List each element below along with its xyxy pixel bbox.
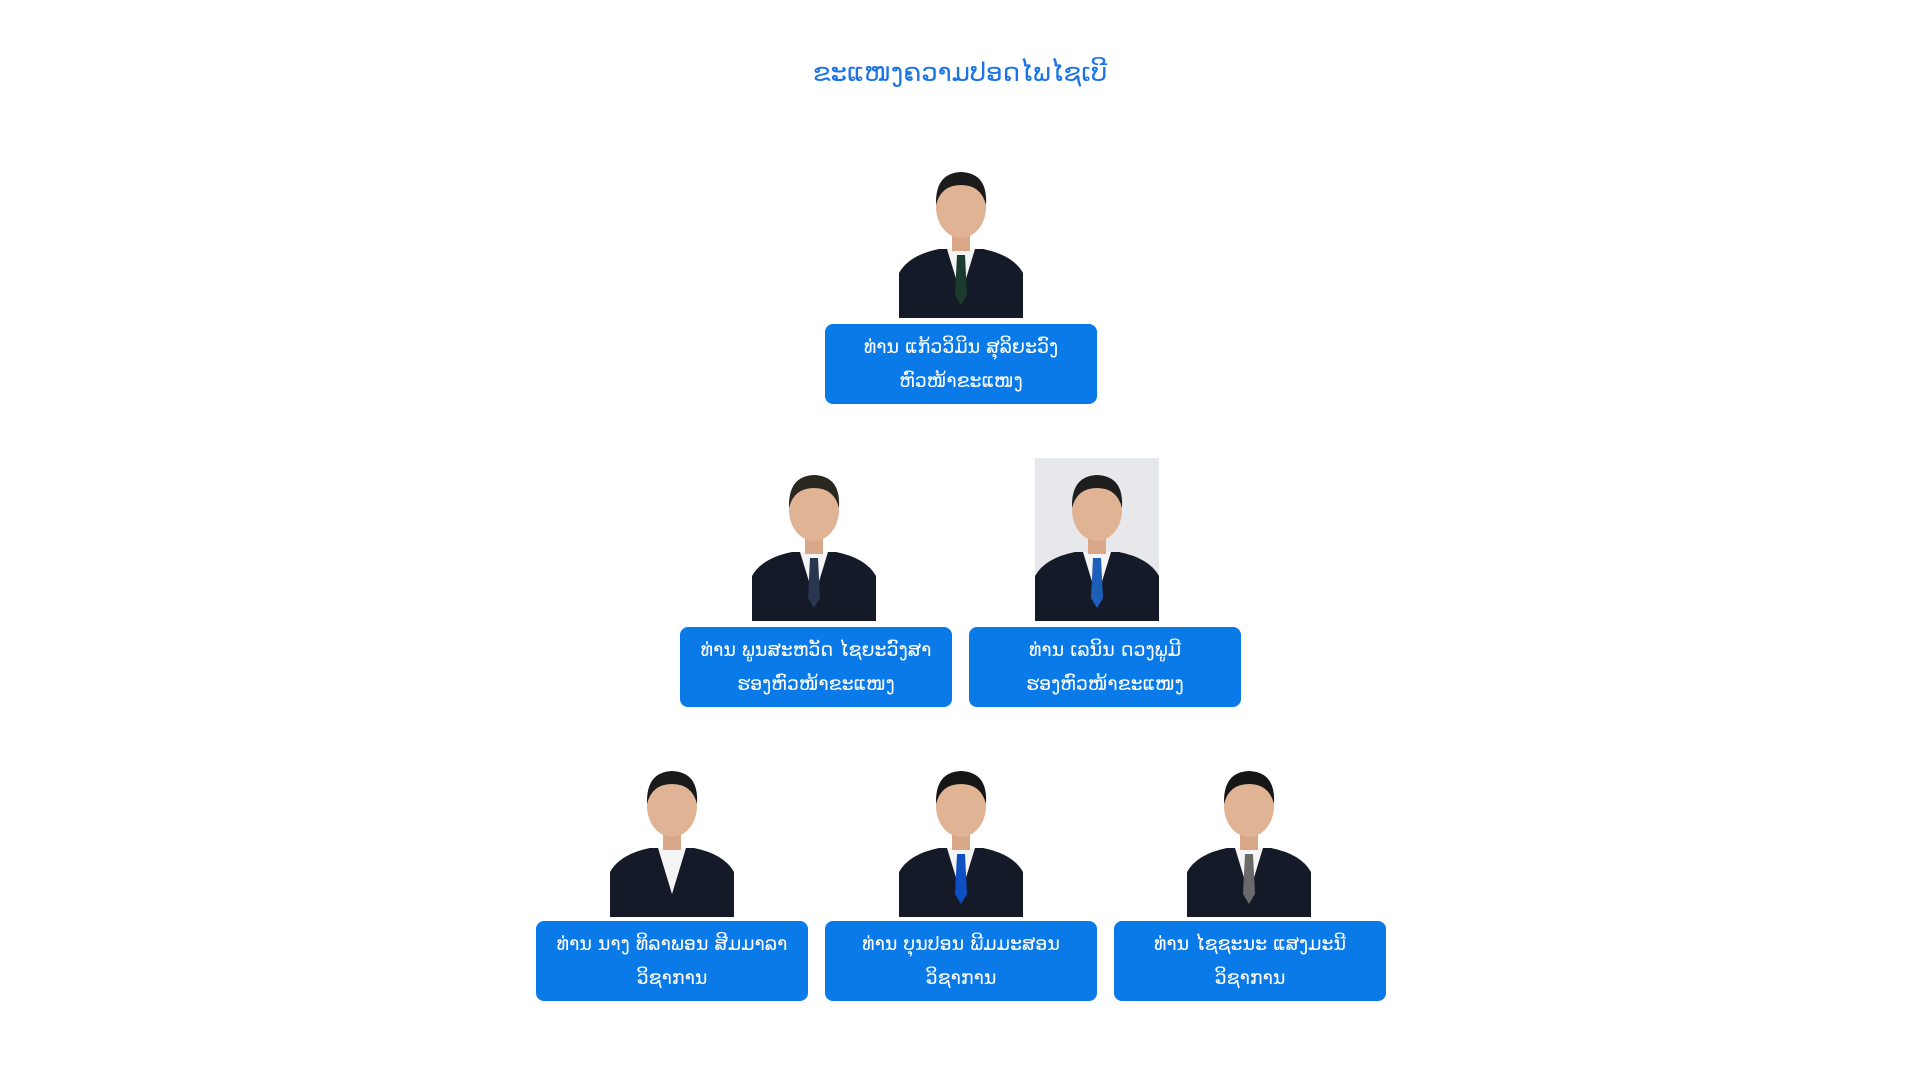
member-name: ທ່ານ ເລນິນ ດວງພູມີ [1028,639,1182,661]
member-card: ທ່ານ ບຸນປອນ ພີມມະສອນ ວິຊາການ [825,921,1097,1001]
member-photo [899,754,1023,917]
member-card: ທ່ານ ໄຊຊະນະ ແສງມະນີ ວິຊາການ [1114,921,1386,1001]
member-card: ທ່ານ ແກ້ວວິມິນ ສຸລິຍະວົງ ຫົວໜ້າຂະແໜງ [825,324,1097,404]
member-role: ຮອງຫົວໜ້າຂະແໜງ [1026,673,1184,695]
member-photo [610,754,734,917]
member-card: ທ່ານ ເລນິນ ດວງພູມີ ຮອງຫົວໜ້າຂະແໜງ [969,627,1241,707]
member-name: ທ່ານ ແກ້ວວິມິນ ສຸລິຍະວົງ [863,336,1059,358]
portrait-image [610,754,734,917]
member-photo [1187,754,1311,917]
member-role: ວິຊາການ [1214,967,1286,989]
portrait-image [899,155,1023,318]
member-name: ທ່ານ ພູນສະຫວັດ ໄຊຍະວົງສາ [700,639,932,661]
portrait-image [1187,754,1311,917]
portrait-image [1035,458,1159,621]
member-role: ວິຊາການ [925,967,997,989]
member-photo [752,458,876,621]
member-role: ຮອງຫົວໜ້າຂະແໜງ [737,673,895,695]
member-card: ທ່ານ ພູນສະຫວັດ ໄຊຍະວົງສາ ຮອງຫົວໜ້າຂະແໜງ [680,627,952,707]
member-card: ທ່ານ ນາງ ທິລາພອນ ສີມມາລາ ວິຊາການ [536,921,808,1001]
member-role: ຫົວໜ້າຂະແໜງ [899,370,1023,392]
member-name: ທ່ານ ນາງ ທິລາພອນ ສີມມາລາ [556,933,788,955]
portrait-image [899,754,1023,917]
member-photo [1035,458,1159,621]
member-photo [899,155,1023,318]
member-name: ທ່ານ ບຸນປອນ ພີມມະສອນ [862,933,1060,955]
portrait-image [752,458,876,621]
member-name: ທ່ານ ໄຊຊະນະ ແສງມະນີ [1153,933,1346,955]
member-role: ວິຊາການ [636,967,708,989]
page-title: ຂະແໜງຄວາມປອດໄພໄຊເບີ [812,58,1108,88]
